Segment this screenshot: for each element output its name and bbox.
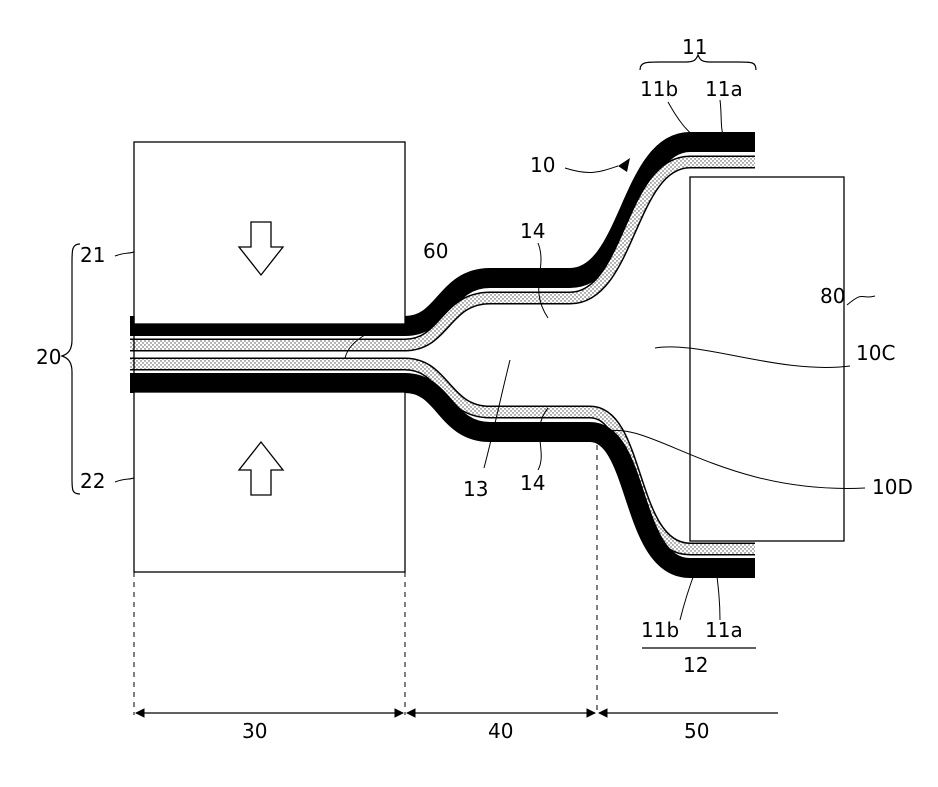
label-14-top: 14 [520,219,545,243]
label-13: 13 [463,477,488,501]
label-30: 30 [242,719,267,743]
label-10D: 10D [872,475,913,499]
label-40: 40 [488,719,513,743]
label-11a-bottom: 11a [705,618,743,642]
bracket-20 [62,244,80,494]
label-60: 60 [423,239,448,263]
label-10: 10 [530,153,555,177]
label-22: 22 [80,469,105,493]
label-80: 80 [820,284,845,308]
label-14-bottom: 14 [520,471,545,495]
label-10C: 10C [856,341,895,365]
label-12: 12 [683,653,708,677]
label-21: 21 [80,243,105,267]
arrow-10-tip-icon [618,158,630,172]
label-11b-bottom: 11b [641,618,679,642]
electrode-assembly [690,177,844,541]
label-11a-top: 11a [705,77,743,101]
label-50: 50 [684,719,709,743]
label-20: 20 [36,345,61,369]
label-11b-top: 11b [640,77,678,101]
label-11: 11 [682,35,707,59]
